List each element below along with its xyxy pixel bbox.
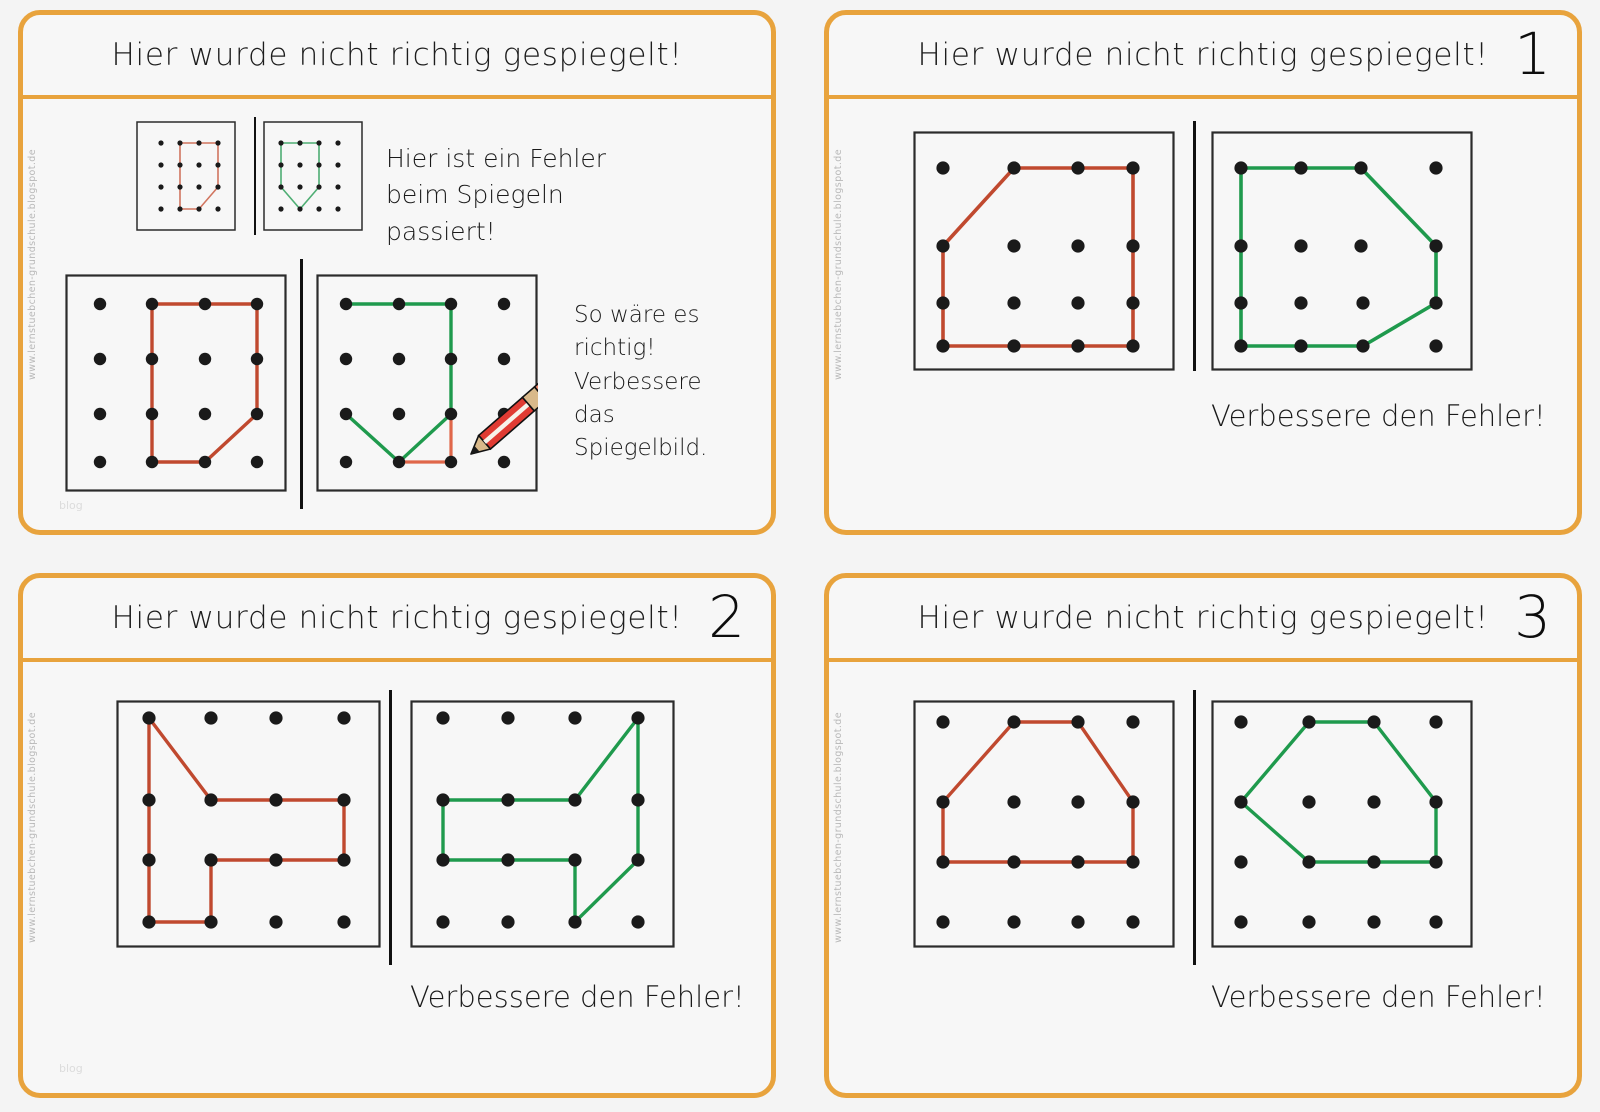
mirror-axis — [1193, 690, 1196, 965]
mini-mirror-axis — [254, 117, 256, 235]
mirror-axis — [1193, 121, 1196, 371]
geoboard-red-svg — [913, 131, 1175, 371]
card-header: Hier wurde nicht richtig gespiegelt! — [23, 15, 771, 99]
big-geoboard-red-svg — [65, 274, 287, 492]
task-board-right — [410, 700, 675, 948]
card-header: Hier wurde nicht richtig gespiegelt! 2 — [23, 578, 771, 662]
mirror-axis — [389, 690, 392, 965]
task-caption: Verbessere den Fehler! — [1211, 980, 1546, 1014]
page-title: Hier wurde nicht richtig gespiegelt! — [917, 600, 1489, 636]
mini-geoboard-red-svg — [136, 121, 236, 231]
blog-label: blog — [59, 1062, 83, 1075]
geoboard-green-svg — [1211, 131, 1473, 371]
card-body: www.lernstuebchen-grundschule.blogspot.d… — [829, 662, 1577, 1093]
card-number-badge: 3 — [1514, 582, 1551, 651]
big-geoboard-green-svg — [316, 274, 538, 492]
card-header: Hier wurde nicht richtig gespiegelt! 3 — [829, 578, 1577, 662]
mini-geoboard-green-svg — [263, 121, 363, 231]
task-board-right — [1211, 700, 1473, 948]
geoboard-red-svg — [913, 700, 1175, 948]
task-caption: Verbessere den Fehler! — [1211, 399, 1546, 433]
correction-note: So wäre es richtig! Verbessere das Spieg… — [574, 302, 708, 462]
task-card-2: Hier wurde nicht richtig gespiegelt! 2 w… — [18, 573, 776, 1098]
geoboard-green-svg — [410, 700, 675, 948]
page-title: Hier wurde nicht richtig gespiegelt! — [111, 600, 683, 636]
big-board-left — [65, 274, 287, 492]
geoboard-red-svg — [116, 700, 381, 948]
card-header: Hier wurde nicht richtig gespiegelt! 1 — [829, 15, 1577, 99]
task-card-3: Hier wurde nicht richtig gespiegelt! 3 w… — [824, 573, 1582, 1098]
watermark-text: www.lernstuebchen-grundschule.blogspot.d… — [833, 149, 844, 380]
watermark-text: www.lernstuebchen-grundschule.blogspot.d… — [833, 712, 844, 943]
card-number-badge: 2 — [708, 582, 745, 651]
card-body: www.lernstuebchen-grundschule.blogspot.d… — [829, 99, 1577, 530]
task-board-left — [116, 700, 381, 948]
blog-label: blog — [59, 499, 83, 512]
task-board-left — [913, 700, 1175, 948]
task-card-1: Hier wurde nicht richtig gespiegelt! 1 w… — [824, 10, 1582, 535]
task-caption: Verbessere den Fehler! — [410, 980, 745, 1014]
watermark-text: www.lernstuebchen-grundschule.blogspot.d… — [27, 712, 38, 943]
mini-board-left — [136, 121, 236, 231]
task-board-left — [913, 131, 1175, 371]
page-title: Hier wurde nicht richtig gespiegelt! — [111, 37, 683, 73]
error-note: Hier ist ein Fehler beim Spiegeln passie… — [386, 144, 607, 246]
task-board-right — [1211, 131, 1473, 371]
pencil-icon — [470, 376, 538, 455]
watermark-text: www.lernstuebchen-grundschule.blogspot.d… — [27, 149, 38, 380]
geoboard-green-svg — [1211, 700, 1473, 948]
big-mirror-axis — [300, 259, 303, 509]
example-card: Hier wurde nicht richtig gespiegelt! www… — [18, 10, 776, 535]
mini-board-right — [263, 121, 363, 231]
card-body: www.lernstuebchen-grundschule.blogspot.d… — [23, 662, 771, 1093]
page-title: Hier wurde nicht richtig gespiegelt! — [917, 37, 1489, 73]
card-body: www.lernstuebchen-grundschule.blogspot.d… — [23, 99, 771, 530]
card-number-badge: 1 — [1514, 19, 1551, 88]
big-board-right — [316, 274, 538, 492]
